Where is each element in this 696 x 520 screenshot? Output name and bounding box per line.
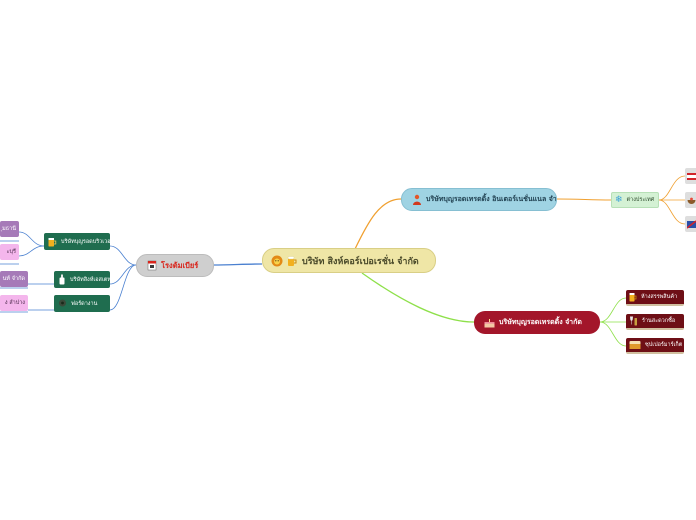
factory-icon [147, 260, 157, 271]
beer-icon [48, 237, 57, 247]
pin-icon [58, 299, 67, 309]
topic-label: ุมธานี [2, 226, 16, 232]
topic-label: โรงต้มเบียร์ [161, 260, 199, 270]
link-central-left [213, 263, 263, 266]
topic-label: บริษัทบุญรอดเทรดดิ้ง จำกัด [499, 318, 582, 326]
lion-icon [271, 255, 283, 267]
topic-label: ซุปเปอร์มาร์เก็ต [645, 342, 683, 348]
topic-convenience-store[interactable]: ร้านสะดวกซื้อ [626, 314, 684, 330]
topic-boonrawd-brewery[interactable]: บริษัทบุญรอดบริวเวอรี่ [44, 233, 110, 250]
topic-department-store[interactable]: ห้างสรรพสินค้า [626, 290, 684, 306]
flag-icon [687, 172, 696, 181]
topic-left-leaf-3[interactable]: นท์ จำกัด [0, 271, 28, 287]
link-right1-foreign [556, 198, 612, 201]
topic-left-leaf-4[interactable]: ง ลำปาง [0, 295, 28, 311]
topic-label: ะบุรี [6, 249, 16, 255]
person-icon [412, 194, 422, 205]
topic-label: ห้างสรรพสินค้า [641, 294, 678, 300]
topic-supermarket[interactable]: ซุปเปอร์มาร์เก็ต [626, 338, 684, 354]
link-foreign-leaf1 [658, 175, 686, 201]
topic-foreign-leaf-3[interactable] [685, 216, 696, 232]
central-topic-label: บริษัท สิงห์คอร์เปอเรชั่น จำกัด [302, 256, 419, 267]
topic-singha-estate[interactable]: บริษัทสิงห์เอสเตท [54, 271, 110, 288]
wine-icon [629, 316, 638, 326]
topic-label: ง ลำปาง [4, 300, 25, 306]
topic-foreign[interactable]: ❄ ต่างประเทศ [611, 192, 659, 208]
topic-boonrawd-trading[interactable]: บริษัทบุญรอดเทรดดิ้ง จำกัด [474, 311, 600, 334]
topic-label: บริษัทบุญรอดเทรดดิ้ง อินเตอร์เนชั่นแนล จ… [426, 195, 557, 203]
topic-brewery[interactable]: โรงต้มเบียร์ [136, 254, 214, 277]
snowflake-icon: ❄ [615, 194, 623, 205]
topic-label: ต่างประเทศ [626, 197, 655, 203]
topic-label: บริษัทสิงห์เอสเตท [70, 276, 110, 283]
bottle-icon [58, 274, 66, 285]
bowl-icon [687, 196, 696, 205]
link-left-sub3 [109, 264, 137, 311]
link-foreign-leaf3 [658, 199, 686, 225]
link-central-right2 [361, 272, 475, 323]
link-central-right1 [354, 198, 402, 250]
flag-icon [687, 219, 696, 229]
topic-label: บริษัทบุญรอดบริวเวอรี่ [61, 238, 110, 245]
link-sub1-leaf1 [18, 231, 45, 247]
topic-left-leaf-1[interactable]: ุมธานี [0, 221, 19, 237]
beer-icon [629, 292, 637, 302]
cake-icon [484, 318, 495, 328]
central-topic[interactable]: บริษัท สิงห์คอร์เปอเรชั่น จำกัด [262, 248, 436, 273]
topic-foreign-leaf-1[interactable] [685, 168, 696, 184]
topic-left-leaf-2[interactable]: ะบุรี [0, 244, 19, 260]
beer-icon [629, 340, 641, 350]
link-right2-sub1 [599, 297, 627, 323]
topic-label: ร้านสะดวกซื้อ [642, 318, 676, 324]
topic-ford-work[interactable]: ฟอร์ดางาน [54, 295, 110, 312]
topic-foreign-leaf-2[interactable] [685, 192, 696, 208]
link-sub1-leaf2 [18, 245, 45, 257]
topic-label: ฟอร์ดางาน [71, 300, 98, 307]
link-left-sub1 [109, 245, 137, 266]
beer-icon [287, 255, 298, 267]
link-right2-sub3 [599, 321, 627, 347]
link-left-sub2 [109, 264, 137, 285]
topic-label: นท์ จำกัด [2, 276, 25, 282]
topic-boonrawd-trading-international[interactable]: บริษัทบุญรอดเทรดดิ้ง อินเตอร์เนชั่นแนล จ… [401, 188, 557, 211]
